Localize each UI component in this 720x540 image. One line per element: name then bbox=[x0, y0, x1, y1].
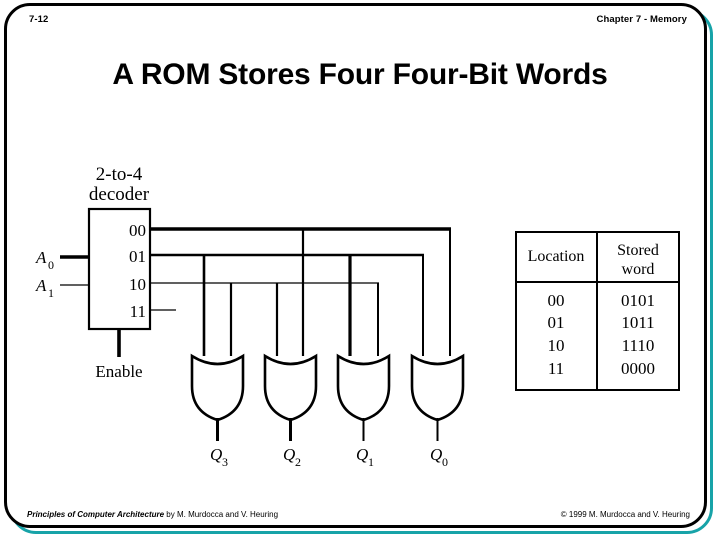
gate-output-subscript-q3: 3 bbox=[222, 455, 228, 469]
or-gate-q2: Q 2 bbox=[263, 353, 318, 469]
table-cell-word: 0000 bbox=[621, 359, 655, 378]
table-row: 10 1110 bbox=[548, 336, 655, 355]
footer-copyright: © 1999 M. Murdocca and V. Heuring bbox=[560, 510, 690, 519]
table-cell-location: 11 bbox=[548, 359, 564, 378]
gate-output-subscript-q2: 2 bbox=[295, 455, 301, 469]
table-cell-location: 10 bbox=[548, 336, 565, 355]
gate-output-label-q0: Q bbox=[430, 445, 442, 464]
table-cell-word: 1110 bbox=[622, 336, 655, 355]
decoder-label-line2: decoder bbox=[89, 184, 150, 205]
address-input-a1: A 1 bbox=[35, 276, 89, 300]
slide-number: 7-12 bbox=[29, 14, 49, 25]
table-cell-location: 00 bbox=[548, 291, 565, 310]
table-cell-word: 1011 bbox=[621, 313, 654, 332]
enable-label: Enable bbox=[95, 362, 142, 381]
gate-output-label-q2: Q bbox=[283, 445, 295, 464]
chapter-label: Chapter 7 - Memory bbox=[596, 14, 687, 25]
gate-output-label-q3: Q bbox=[210, 445, 222, 464]
table-row: 11 0000 bbox=[548, 359, 655, 378]
decoder-output-label-01: 01 bbox=[129, 247, 146, 266]
footer-book-title: Principles of Computer Architecture bbox=[27, 510, 165, 519]
table-row: 00 0101 bbox=[548, 291, 656, 310]
decoder-label-line1: 2-to-4 bbox=[96, 164, 143, 185]
footer-attribution: Principles of Computer Architecture by M… bbox=[27, 510, 278, 519]
decoder-output-label-00: 00 bbox=[129, 221, 146, 240]
decoder-output-label-11: 11 bbox=[130, 302, 146, 321]
gate-output-label-q1: Q bbox=[356, 445, 368, 464]
address-input-a1-subscript: 1 bbox=[48, 286, 54, 300]
or-gate-q0: Q 0 bbox=[410, 353, 465, 469]
decoder-output-label-10: 10 bbox=[129, 275, 146, 294]
table-header-location: Location bbox=[528, 248, 585, 265]
frame-border bbox=[4, 3, 707, 528]
rom-contents-table: Location Stored word 00 0101 01 1011 10 … bbox=[515, 231, 680, 391]
address-input-a1-label: A bbox=[35, 276, 47, 295]
table-header-stored-line1: Stored bbox=[617, 242, 659, 259]
or-gate-q3: Q 3 bbox=[190, 353, 245, 469]
address-input-a0: A 0 bbox=[35, 248, 89, 272]
address-input-a0-label: A bbox=[35, 248, 47, 267]
table-cell-location: 01 bbox=[548, 313, 565, 332]
or-gate-q1: Q 1 bbox=[336, 353, 391, 469]
table-cell-word: 0101 bbox=[621, 291, 655, 310]
table-header-stored-line2: word bbox=[622, 261, 655, 278]
footer-book-authors: by M. Murdocca and V. Heuring bbox=[164, 510, 279, 519]
table-row: 01 1011 bbox=[548, 313, 655, 332]
gate-output-subscript-q1: 1 bbox=[368, 455, 374, 469]
page-title: A ROM Stores Four Four-Bit Words bbox=[112, 58, 608, 91]
gate-output-subscript-q0: 0 bbox=[442, 455, 448, 469]
address-input-a0-subscript: 0 bbox=[48, 258, 54, 272]
